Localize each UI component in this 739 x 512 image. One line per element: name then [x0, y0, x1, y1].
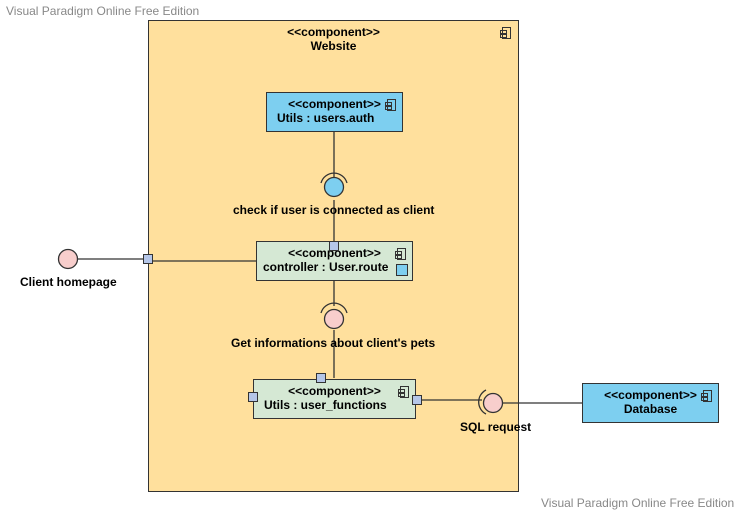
sql-request-label: SQL request — [460, 420, 532, 434]
utils-functions-component[interactable]: <<component>> Utils : user_functions — [253, 379, 416, 419]
component-icon — [500, 27, 511, 39]
watermark-top: Visual Paradigm Online Free Edition — [6, 4, 200, 18]
utils-auth-name: Utils : users.auth — [277, 111, 375, 125]
controller-name: controller : User.route — [263, 260, 389, 274]
component-icon — [701, 390, 712, 402]
client-homepage-interface[interactable] — [57, 248, 79, 270]
controller-port-right[interactable] — [396, 264, 408, 276]
database-stereotype: <<component>> — [604, 388, 697, 402]
check-connected-socket — [320, 172, 348, 184]
utils-functions-port-right[interactable] — [412, 395, 422, 405]
website-name: Website — [310, 39, 357, 53]
sql-socket — [478, 389, 487, 415]
utils-functions-stereotype: <<component>> — [288, 384, 381, 398]
component-icon — [385, 99, 396, 111]
website-stereotype: <<component>> — [287, 25, 380, 39]
utils-functions-name: Utils : user_functions — [264, 398, 387, 412]
check-connected-label: check if user is connected as client — [233, 203, 435, 217]
watermark-bottom: Visual Paradigm Online Free Edition — [541, 496, 735, 510]
utils-functions-port-top[interactable] — [316, 373, 326, 383]
website-port-homepage[interactable] — [143, 254, 153, 264]
get-pets-socket — [320, 302, 348, 314]
sql-request-interface[interactable] — [482, 392, 504, 414]
check-connected-interface[interactable] — [323, 176, 345, 198]
get-pets-label: Get informations about client's pets — [231, 336, 436, 350]
get-pets-interface[interactable] — [323, 308, 345, 330]
component-icon — [398, 386, 409, 398]
component-icon — [395, 248, 406, 260]
client-homepage-label: Client homepage — [20, 275, 117, 289]
utils-auth-component[interactable]: <<component>> Utils : users.auth — [266, 92, 403, 132]
controller-stereotype: <<component>> — [288, 246, 381, 260]
database-component[interactable]: <<component>> Database — [582, 383, 719, 423]
controller-port-top[interactable] — [329, 241, 339, 251]
utils-functions-port-left[interactable] — [248, 392, 258, 402]
database-name: Database — [623, 402, 678, 416]
utils-auth-stereotype: <<component>> — [288, 97, 381, 111]
